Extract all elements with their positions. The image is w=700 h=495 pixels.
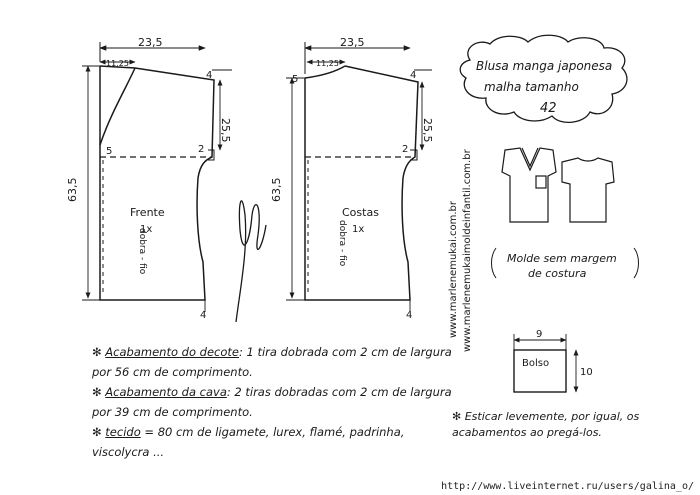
note-text: Esticar levemente, por igual, os acabame… bbox=[452, 410, 640, 439]
back-piece bbox=[286, 42, 432, 312]
note-armhole: ✻ Acabamento da cava: 2 tiras dobradas c… bbox=[92, 382, 452, 422]
back-outline bbox=[304, 65, 419, 301]
watermark-url: http://www.liveinternet.ru/users/galina_… bbox=[441, 481, 694, 492]
title-line-2: malha tamanho bbox=[484, 80, 579, 94]
front-width-label: 23,5 bbox=[138, 36, 163, 49]
front-qty-label: 1x bbox=[140, 224, 152, 235]
back-qty-label: 1x bbox=[352, 224, 364, 235]
signature-scribble bbox=[235, 200, 267, 323]
front-neckline bbox=[99, 67, 136, 146]
front-garment-sketch bbox=[501, 147, 557, 223]
front-piece bbox=[82, 42, 232, 312]
note-term: Acabamento da cava bbox=[105, 385, 227, 399]
note-bullet: ✻ bbox=[92, 385, 102, 399]
back-fold-label: dobra - fio bbox=[337, 220, 347, 267]
front-fold-label: dobra - fio bbox=[137, 228, 147, 275]
back-width-label: 23,5 bbox=[340, 36, 365, 49]
back-neck-depth-label: 5 bbox=[292, 74, 298, 85]
back-length-label: 63,5 bbox=[270, 178, 283, 203]
front-neck-label: 11,25 bbox=[106, 59, 129, 68]
back-garment-sketch bbox=[561, 157, 615, 223]
note-bullet: ✻ bbox=[452, 410, 462, 423]
note-term: tecido bbox=[105, 425, 141, 439]
front-outline bbox=[99, 66, 215, 301]
note-text: : 2 tiras dobradas com 2 cm de largura p… bbox=[92, 385, 452, 419]
back-neck-label: 11,25 bbox=[316, 59, 339, 68]
note-bullet: ✻ bbox=[92, 345, 102, 359]
back-neckline bbox=[304, 65, 346, 79]
pocket-label: Bolso bbox=[522, 358, 549, 369]
note-neckline: ✻ Acabamento do decote: 1 tira dobrada c… bbox=[92, 342, 452, 382]
title-line-1: Blusa manga japonesa bbox=[476, 59, 612, 73]
front-neck-depth-label: 5 bbox=[106, 146, 112, 157]
molde-note-line-1: Molde sem margem bbox=[507, 252, 617, 265]
back-shoulder-label: 4 bbox=[410, 70, 416, 81]
website-1: www.marlenemukai.com.br bbox=[448, 200, 459, 338]
back-sleeve-drop-label: 25,5 bbox=[421, 118, 434, 143]
molde-note-line-2: de costura bbox=[528, 267, 587, 280]
front-length-label: 63,5 bbox=[66, 178, 79, 203]
note-text: : 1 tira dobrada com 2 cm de largura por… bbox=[92, 345, 452, 379]
note-bullet: ✻ bbox=[92, 425, 102, 439]
front-shoulder-label: 4 bbox=[206, 70, 212, 81]
back-hem-label: 4 bbox=[406, 310, 412, 321]
note-stretch: ✻ Esticar levemente, por igual, os acaba… bbox=[452, 409, 692, 441]
note-text: = 80 cm de ligamete, lurex, flamé, padri… bbox=[92, 425, 405, 459]
title-cloud bbox=[459, 34, 628, 123]
website-2: www.marlenemukaimoldeinfantil.com.br bbox=[462, 148, 473, 352]
front-top-edge bbox=[99, 65, 136, 69]
front-name-label: Frente bbox=[130, 206, 165, 219]
front-armhole-label: 2 bbox=[198, 144, 204, 155]
pocket-rect bbox=[513, 349, 567, 393]
title-line-3: 42 bbox=[540, 101, 557, 116]
pocket-diagram bbox=[513, 334, 579, 393]
note-term: Acabamento do decote bbox=[105, 345, 239, 359]
note-fabric: ✻ tecido = 80 cm de ligamete, lurex, fla… bbox=[92, 422, 452, 462]
back-armhole-label: 2 bbox=[402, 144, 408, 155]
front-sleeve-drop-label: 25,5 bbox=[219, 118, 232, 143]
pocket-height-label: 10 bbox=[580, 367, 593, 378]
back-name-label: Costas bbox=[342, 206, 379, 219]
pocket-width-label: 9 bbox=[536, 329, 542, 340]
front-hem-label: 4 bbox=[200, 310, 206, 321]
